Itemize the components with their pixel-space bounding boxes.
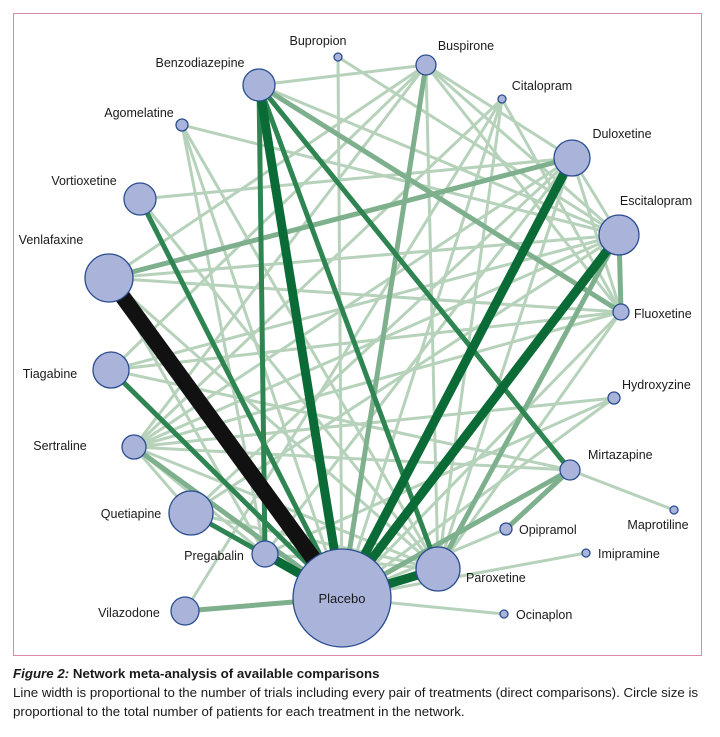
label-citalopram: Citalopram	[512, 79, 572, 93]
label-fluoxetine: Fluoxetine	[634, 307, 692, 321]
label-tiagabine: Tiagabine	[23, 367, 77, 381]
node-buspirone	[415, 54, 437, 76]
node-hydroxyzine	[607, 391, 621, 405]
node-mirtazapine	[559, 459, 581, 481]
label-escitalopram: Escitalopram	[620, 194, 692, 208]
node-maprotiline	[669, 505, 679, 515]
label-quetiapine: Quetiapine	[101, 507, 162, 521]
node-placebo	[292, 548, 392, 648]
edge-fluoxetine-venlafaxine	[108, 276, 622, 314]
label-sertraline: Sertraline	[33, 439, 87, 453]
node-duloxetine	[553, 139, 591, 177]
label-placebo: Placebo	[319, 591, 366, 606]
edge-benzodiazepine-mirtazapine	[257, 83, 572, 472]
label-opipramol: Opipramol	[519, 523, 577, 537]
edge-buspirone-tiagabine	[109, 63, 428, 372]
edge-duloxetine-pregabalin	[263, 157, 574, 555]
edge-escitalopram-venlafaxine	[108, 233, 620, 280]
figure-caption: Figure 2: Network meta-analysis of avail…	[13, 664, 709, 721]
node-imipramine	[581, 548, 591, 558]
node-bupropion	[333, 52, 343, 62]
edge-mirtazapine-opipramol	[504, 468, 572, 531]
node-agomelatine	[175, 118, 189, 132]
label-imipramine: Imipramine	[598, 547, 660, 561]
label-pregabalin: Pregabalin	[184, 549, 244, 563]
node-vortioxetine	[123, 182, 157, 216]
edge-duloxetine-fluoxetine	[570, 157, 623, 313]
node-escitalopram	[598, 214, 640, 256]
label-duloxetine: Duloxetine	[592, 127, 651, 141]
label-venlafaxine: Venlafaxine	[19, 233, 84, 247]
figure-label: Figure 2:	[13, 666, 70, 681]
edge-citalopram-fluoxetine	[500, 98, 623, 313]
edge-hydroxyzine-sertraline	[133, 396, 615, 449]
caption-title-text: Network meta-analysis of available compa…	[72, 666, 380, 681]
edge-buspirone-placebo	[339, 64, 429, 599]
label-ocinaplon: Ocinaplon	[516, 608, 572, 622]
edge-bupropion-escitalopram	[337, 55, 620, 237]
node-benzodiazepine	[242, 68, 276, 102]
edge-duloxetine-paroxetine	[436, 157, 574, 570]
edge-bupropion-placebo	[336, 56, 344, 599]
node-paroxetine	[415, 546, 461, 592]
label-agomelatine: Agomelatine	[104, 106, 174, 120]
label-maprotiline: Maprotiline	[627, 518, 688, 532]
edge-benzodiazepine-fluoxetine	[257, 82, 623, 315]
node-citalopram	[497, 94, 507, 104]
label-bupropion: Bupropion	[290, 34, 347, 48]
node-venlafaxine	[84, 253, 134, 303]
edge-mirtazapine-maprotiline	[569, 468, 675, 512]
node-quetiapine	[168, 490, 214, 536]
edge-vortioxetine-placebo	[137, 197, 345, 600]
figure-frame	[13, 13, 702, 656]
label-paroxetine: Paroxetine	[466, 571, 526, 585]
edge-benzodiazepine-buspirone	[258, 63, 427, 87]
label-buspirone: Buspirone	[438, 39, 494, 53]
edge-benzodiazepine-pregabalin	[256, 84, 268, 555]
node-opipramol	[499, 522, 513, 536]
node-ocinaplon	[499, 609, 509, 619]
node-vilazodone	[170, 596, 200, 626]
label-mirtazapine: Mirtazapine	[588, 448, 653, 462]
caption-body: Line width is proportional to the number…	[13, 685, 699, 719]
edge-duloxetine-vortioxetine	[139, 156, 573, 201]
network-diagram: Placebo Bupropion BuspironeCitalopramDulox…	[19, 34, 692, 648]
edge-tiagabine-placebo	[109, 368, 344, 600]
label-vortioxetine: Vortioxetine	[51, 174, 116, 188]
edge-benzodiazepine-escitalopram	[258, 83, 620, 237]
labels-layer: Placebo Bupropion BuspironeCitalopramDulox…	[19, 34, 692, 622]
node-fluoxetine	[612, 303, 630, 321]
edge-venlafaxine-placebo	[102, 273, 349, 603]
node-pregabalin	[251, 540, 279, 568]
edge-duloxetine-placebo	[338, 155, 576, 601]
edge-escitalopram-paroxetine	[435, 233, 622, 571]
edge-venlafaxine-duloxetine	[108, 155, 573, 281]
label-benzodiazepine: Benzodiazepine	[156, 56, 245, 70]
label-vilazodone: Vilazodone	[98, 606, 160, 620]
edges-layer	[102, 55, 675, 616]
edge-fluoxetine-tiagabine	[110, 310, 622, 372]
node-tiagabine	[92, 351, 130, 389]
edge-escitalopram-placebo	[338, 232, 623, 601]
label-hydroxyzine: Hydroxyzine	[622, 378, 691, 392]
caption-title: Figure 2: Network meta-analysis of avail…	[13, 664, 709, 683]
edge-benzodiazepine-placebo	[254, 84, 347, 599]
edge-benzodiazepine-paroxetine	[256, 84, 441, 570]
node-sertraline	[121, 434, 147, 460]
nodes-layer	[84, 52, 679, 648]
